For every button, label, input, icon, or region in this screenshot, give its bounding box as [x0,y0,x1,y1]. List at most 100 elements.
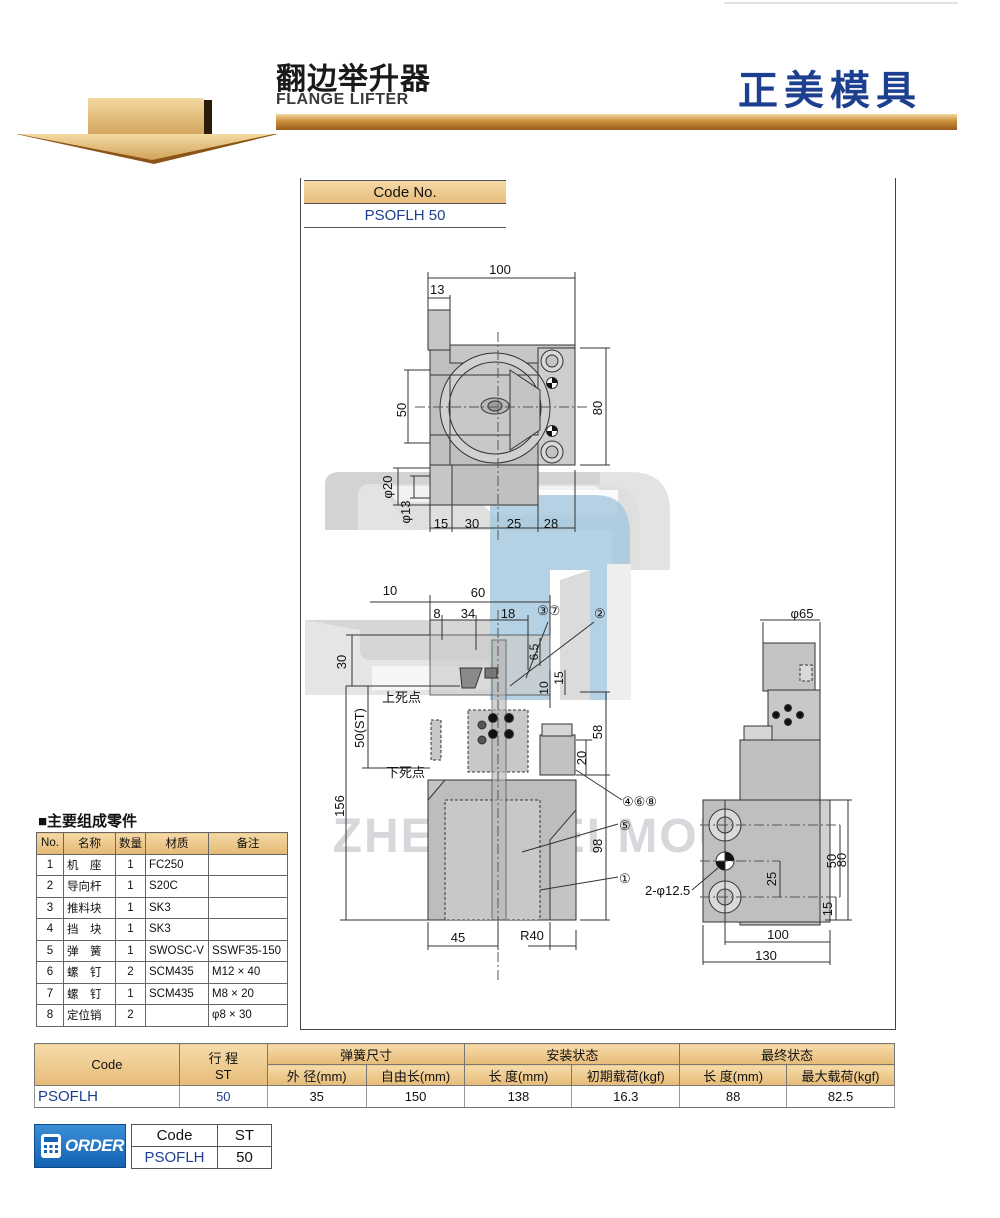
spec-col-code: Code [34,1043,180,1086]
cell: 1 [115,896,146,919]
header-bar [276,114,957,130]
cell: φ8 × 30 [208,1004,288,1027]
spec-col-stroke: 行 程 ST [178,1043,268,1086]
dim-front-156: 156 [332,795,347,817]
spec-sub-header: 长 度(mm) [679,1064,788,1086]
dim-side-15: 15 [820,902,835,916]
cell: S20C [145,875,209,898]
dim-front-8: 8 [433,606,440,621]
parts-col-material: 材质 [145,832,209,855]
table-row: PSOFLH 50 35 150 138 16.3 88 82.5 [34,1085,895,1108]
parts-header-row: No. 名称 数量 材质 备注 [36,832,288,855]
dim-front-45: 45 [451,930,465,945]
cell: 35 [266,1085,367,1108]
cell: 导向杆 [63,875,116,898]
order-badge: ORDER [34,1124,126,1168]
dim-front-30: 30 [334,655,349,669]
cell: 5 [36,939,64,962]
dim-side-holes: 2-φ12.5 [645,883,690,898]
cell: 150 [365,1085,466,1108]
dim-side-25: 25 [764,872,779,886]
cell: 3 [36,896,64,919]
callout-3-7: ③⑦ [537,603,560,618]
parts-col-no: No. [36,832,64,855]
cell: SCM435 [145,982,209,1005]
dim-side-80: 80 [834,853,849,867]
dim-top-13: 13 [430,282,444,297]
cell: 1 [115,939,146,962]
phone-icon [41,1134,61,1158]
cell: 16.3 [571,1085,681,1108]
cell: M8 × 20 [208,982,288,1005]
dim-stroke: 50(ST) [352,708,367,748]
spec-sub-header: 自由长(mm) [365,1064,466,1086]
label-bottom-dead-center: 下死点 [386,765,425,780]
cell: 定位销 [63,1004,116,1027]
spec-code-value: PSOFLH [34,1085,180,1108]
cell: M12 × 40 [208,961,288,984]
callout-2: ② [594,606,606,621]
dim-top-30: 30 [465,516,479,531]
cell [208,853,288,876]
header-top-line [724,2,958,4]
spec-table: Code 行 程 ST 弹簧尺寸 安装状态 最终状态 外 径(mm) 自由长(m… [34,1043,895,1108]
spec-group-spring: 弹簧尺寸 [266,1043,466,1065]
callout-4-6-8: ④⑥⑧ [622,794,657,809]
dim-front-18: 18 [501,606,515,621]
dim-side-130: 130 [755,948,777,963]
cell: 138 [464,1085,573,1108]
cell: 1 [115,875,146,898]
cell: FC250 [145,853,209,876]
cell: 6 [36,961,64,984]
order-st-value: 50 [217,1146,272,1169]
header-arrow-icon [16,98,278,164]
cell: SCM435 [145,961,209,984]
cell: 1 [115,982,146,1005]
parts-col-name: 名称 [63,832,116,855]
order-col-code: Code [131,1124,218,1147]
code-box-label: Code No. [304,180,506,204]
cell [208,875,288,898]
dim-front-58: 58 [590,725,605,739]
spec-stroke-en: ST [214,1066,232,1082]
cell: SK3 [145,896,209,919]
cell: SWOSC-V [145,939,209,962]
cell: 4 [36,918,64,941]
spec-st-value: 50 [178,1085,268,1108]
technical-drawing: ZHENGMEI MOULD [305,262,852,980]
dim-front-10: 10 [383,583,397,598]
brand-logo: 正美模具 [738,67,922,114]
dim-front-20: 20 [574,751,589,765]
order-code-value: PSOFLH [131,1146,218,1169]
dim-front-98: 98 [590,839,605,853]
dim-front-r40: R40 [520,928,544,943]
cell: 2 [115,1004,146,1027]
cell [208,918,288,941]
cell: 1 [115,918,146,941]
spec-sub-header: 长 度(mm) [464,1064,573,1086]
cell: 螺 钉 [63,961,116,984]
dim-front-60: 60 [471,585,485,600]
dim-phi13: φ13 [398,501,413,524]
spec-sub-header: 外 径(mm) [266,1064,367,1086]
dim-top-25: 25 [507,516,521,531]
dim-front-15: 15 [552,671,566,685]
dim-front-10b: 10 [537,681,551,695]
cell: 弹 簧 [63,939,116,962]
dim-front-6-5: 6.5 [527,643,541,660]
spec-sub-header: 最大载荷(kgf) [786,1064,895,1086]
dim-top-100: 100 [489,262,511,277]
cell [208,896,288,919]
spec-sub-header: 初期载荷(kgf) [571,1064,681,1086]
drawing-frame [300,178,896,1030]
parts-col-qty: 数量 [115,832,146,855]
parts-title: ■主要组成零件 [38,813,138,830]
page-subtitle: FLANGE LIFTER [276,91,409,108]
callout-5: ⑤ [619,818,631,833]
dim-side-50: 50 [824,854,839,868]
cell: 2 [36,875,64,898]
